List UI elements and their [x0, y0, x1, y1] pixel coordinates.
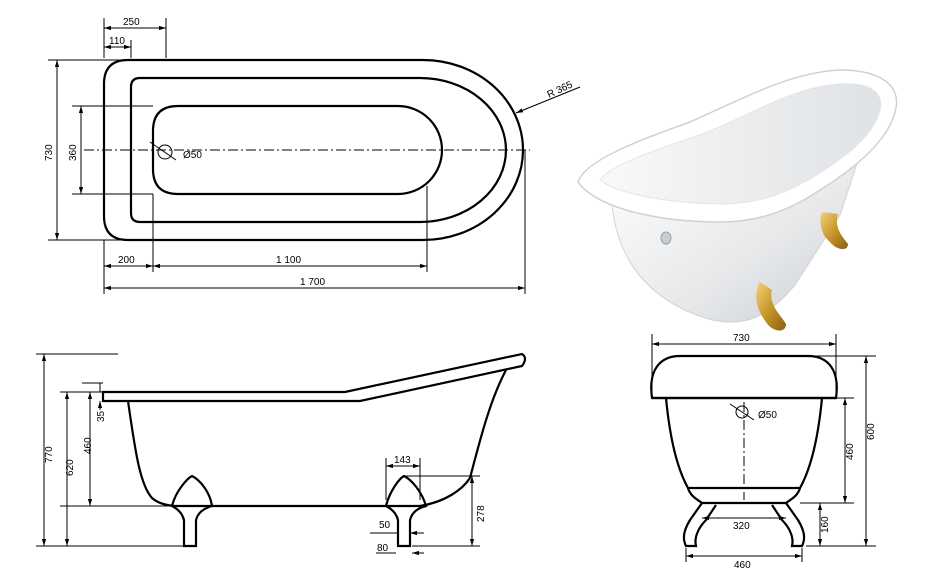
dim-460-front-w: 460 [734, 560, 751, 571]
dim-278: 278 [476, 505, 487, 522]
top-view: 250 110 730 360 R 365 Ø50 200 1 100 1 70… [44, 17, 581, 294]
dim-143: 143 [394, 455, 411, 466]
tub-basin-outline [151, 104, 444, 196]
dim-50: 50 [379, 520, 391, 531]
front-view: Ø50 730 600 460 160 320 460 [650, 333, 877, 571]
dim-320: 320 [733, 521, 750, 532]
side-foot-left [170, 474, 214, 548]
dim-1700: 1 700 [300, 277, 325, 288]
dim-460-front-h: 460 [845, 443, 856, 460]
dim-35: 35 [96, 410, 107, 422]
side-body [126, 369, 507, 508]
dim-250: 250 [123, 17, 140, 28]
side-rim [101, 352, 527, 403]
drain-label-top: Ø50 [183, 150, 202, 161]
clawfoot-bathtub-photo [577, 69, 898, 331]
side-foot-right [384, 474, 428, 548]
drain-hole [157, 144, 173, 160]
front-drain-hole [735, 405, 749, 419]
dim-radius: R 365 [546, 79, 575, 100]
tub-rim-inner-outline [129, 76, 508, 224]
side-view: 770 620 460 35 143 278 50 80 [36, 352, 527, 556]
drain-leader [149, 141, 177, 161]
front-leg-right [771, 487, 806, 548]
dim-620: 620 [65, 459, 76, 476]
dim-110: 110 [109, 36, 125, 47]
dim-460-side: 460 [83, 437, 94, 454]
dim-730-front: 730 [733, 333, 750, 344]
drain-label-front: Ø50 [758, 410, 777, 421]
dim-160: 160 [820, 516, 831, 533]
dim-200: 200 [118, 255, 135, 266]
dim-600: 600 [866, 423, 877, 440]
front-rim [650, 354, 838, 400]
dim-730-top: 730 [44, 144, 55, 161]
dim-1100: 1 100 [276, 255, 301, 266]
dim-770: 770 [44, 446, 55, 463]
dim-360: 360 [68, 144, 79, 161]
dim-80: 80 [377, 543, 389, 554]
front-leg-left [682, 487, 717, 548]
